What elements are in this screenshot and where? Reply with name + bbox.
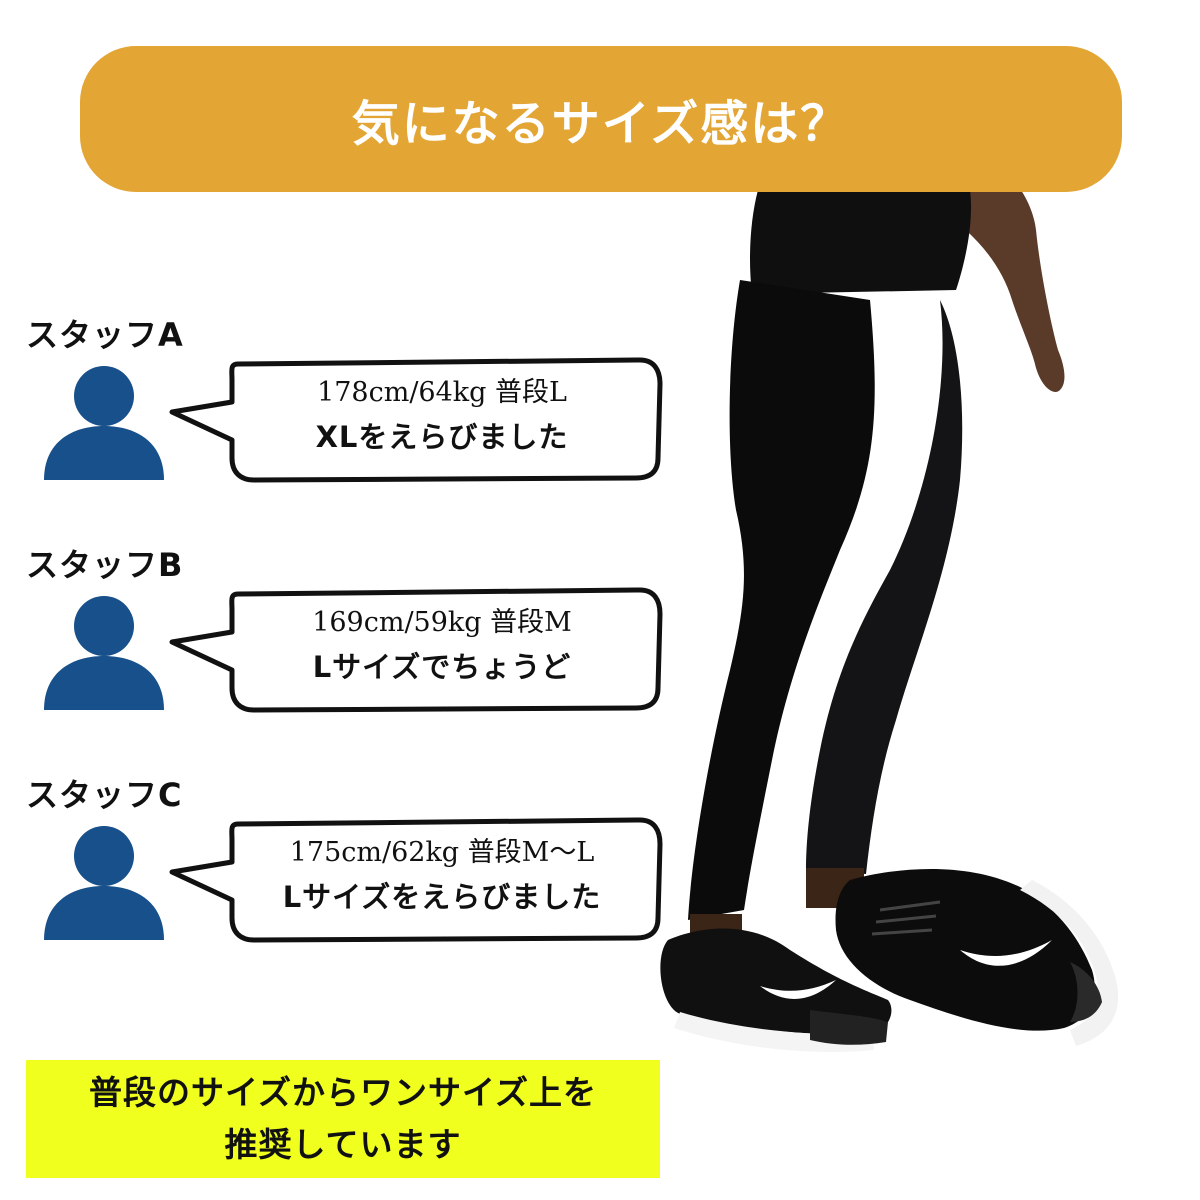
- person-icon: [44, 826, 164, 940]
- person-icon: [44, 366, 164, 480]
- staff-name: スタッフC: [26, 776, 183, 814]
- person-icon: [44, 596, 164, 710]
- staff-stats: 169cm/59kg 普段M: [312, 607, 572, 638]
- note-line-2: 推奨しています: [224, 1125, 462, 1164]
- banner-title: 気になるサイズ感は？: [351, 96, 851, 152]
- staff-stats: 178cm/64kg 普段L: [317, 377, 567, 408]
- speech-bubble: [169, 817, 663, 943]
- speech-bubble: [169, 357, 663, 483]
- model-front-leg: [790, 290, 963, 874]
- model-shoe-back: [660, 928, 892, 1035]
- model-photo: [660, 170, 1119, 1052]
- staff-choice: Lサイズをえらびました: [282, 880, 602, 914]
- model-swoosh-icon: [960, 940, 1052, 966]
- model-shirt: [750, 190, 972, 294]
- note-line-1: 普段のサイズからワンサイズ上を: [88, 1073, 598, 1112]
- model-arm: [940, 170, 1065, 392]
- speech-bubble: [169, 587, 663, 713]
- staff-name: スタッフA: [26, 316, 184, 354]
- staff-choice: Lサイズでちょうど: [312, 650, 572, 684]
- staff-name: スタッフB: [26, 546, 184, 584]
- recommendation-note: 普段のサイズからワンサイズ上を 推奨しています: [26, 1060, 660, 1178]
- model-shoe-front: [835, 868, 1095, 1031]
- staff-choice: XLをえらびました: [315, 420, 569, 454]
- staff-stats: 175cm/62kg 普段M～L: [289, 837, 595, 868]
- header-banner: 気になるサイズ感は？: [80, 46, 1122, 192]
- model-back-leg: [688, 280, 875, 920]
